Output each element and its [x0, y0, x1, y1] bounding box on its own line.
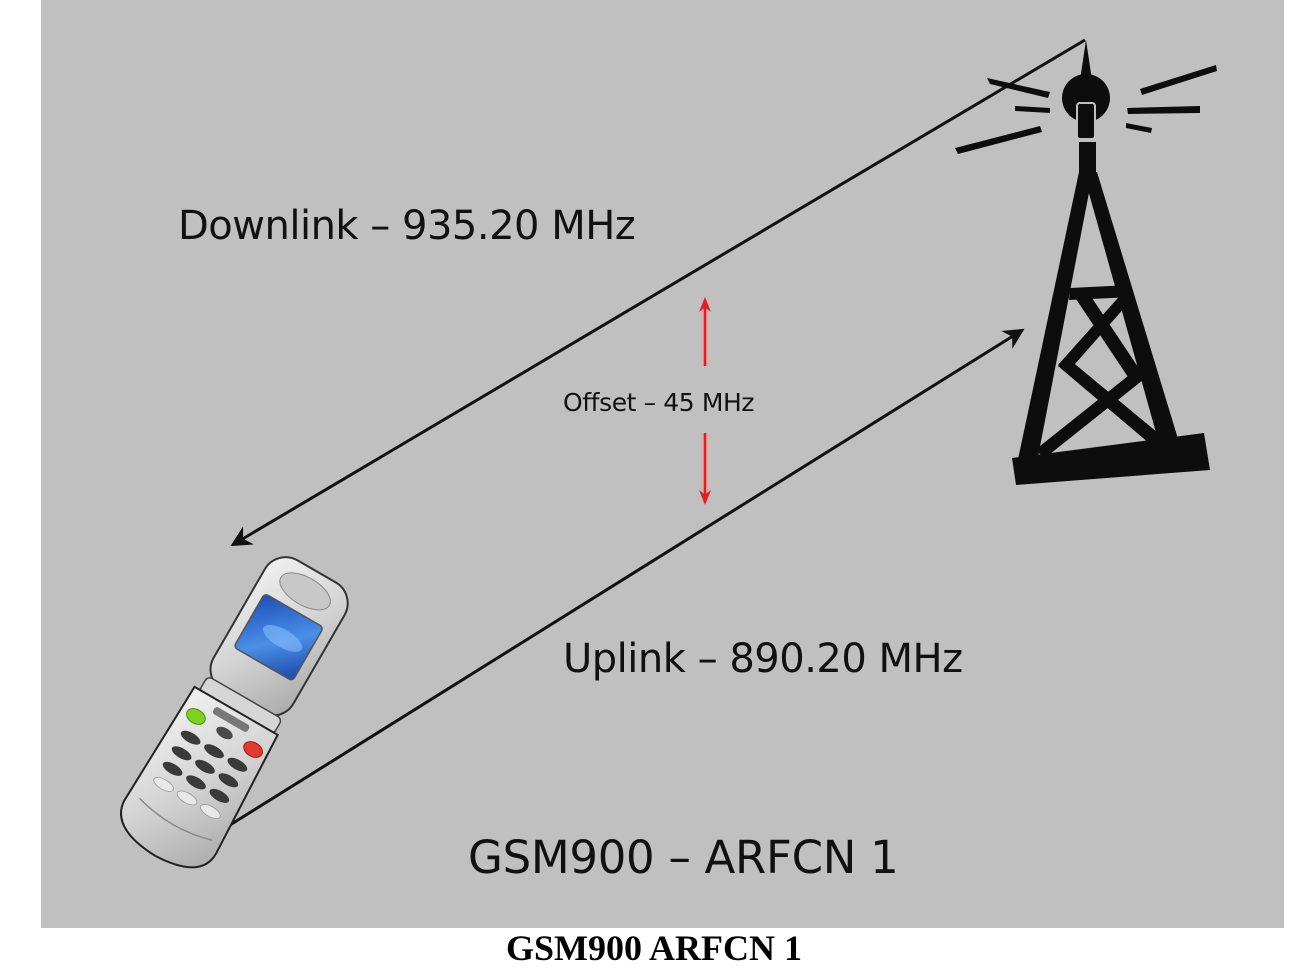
diagram-canvas [120, 38, 1217, 869]
uplink-arrow [229, 328, 1025, 827]
offset-label: Offset – 45 MHz [563, 388, 755, 417]
cell-tower-icon [955, 40, 1217, 485]
flip-phone-icon [120, 556, 349, 869]
downlink-arrow [230, 38, 1086, 547]
band-label: GSM900 – ARFCN 1 [468, 831, 899, 884]
downlink-label: Downlink – 935.20 MHz [178, 203, 636, 249]
uplink-label: Uplink – 890.20 MHz [563, 636, 963, 682]
figure-caption: GSM900 ARFCN 1 [506, 928, 802, 968]
